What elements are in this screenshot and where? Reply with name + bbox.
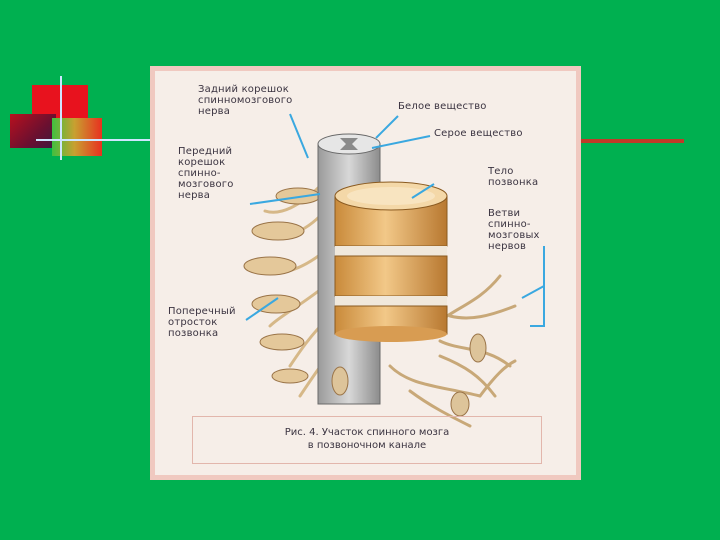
decorative-dark-square (10, 114, 56, 148)
label-anterior-root: Передний корешок спинно- мозгового нерва (178, 146, 234, 201)
decorative-vertical-line (60, 76, 62, 160)
decorative-horizontal-line (36, 139, 154, 141)
caption-box: Рис. 4. Участок спинного мозга в позвоно… (192, 416, 542, 464)
vertebral-bodies (335, 182, 447, 342)
label-posterior-root: Задний корешок спинномозгового нерва (198, 84, 292, 117)
label-gray-matter: Серое вещество (434, 128, 523, 139)
label-white-matter: Белое вещество (398, 101, 487, 112)
transverse-processes (244, 188, 320, 383)
spinal-cord-figure: Задний корешок спинномозгового нерва Бел… (150, 66, 581, 480)
figure-caption: Рис. 4. Участок спинного мозга в позвоно… (193, 426, 541, 452)
decorative-red-line (580, 139, 684, 143)
label-transverse-process: Поперечный отросток позвонка (168, 306, 236, 339)
label-vertebral-body: Тело позвонка (488, 166, 538, 188)
label-nerve-branches: Ветви спинно- мозговых нервов (488, 208, 540, 252)
